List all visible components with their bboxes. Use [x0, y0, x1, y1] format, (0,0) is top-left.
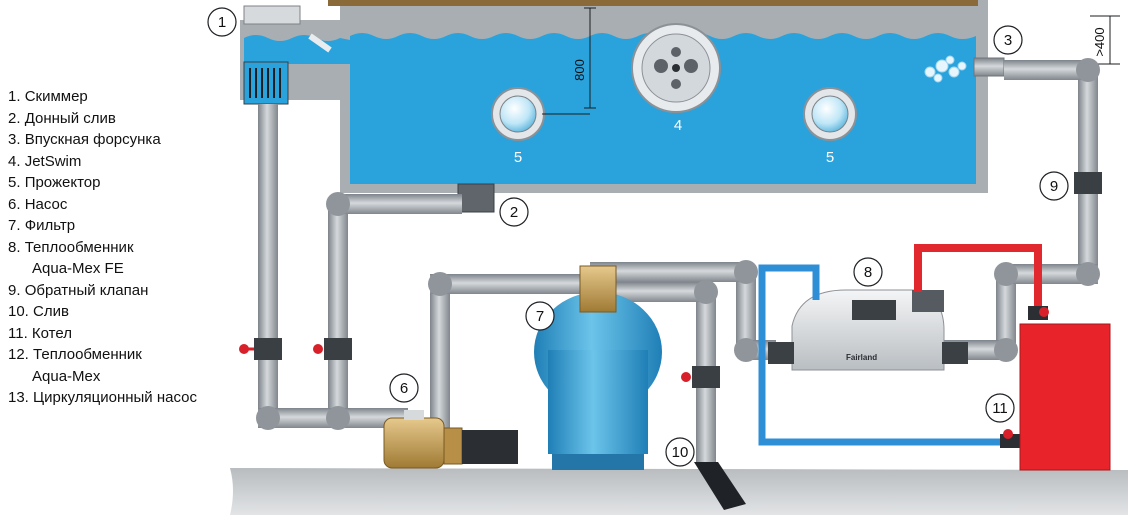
callout-2-label: 2 [510, 204, 518, 221]
ground [230, 468, 1128, 515]
sand-filter [534, 265, 662, 470]
legend-item-10: 10. Слив [8, 303, 69, 320]
legend-item-13: 13. Циркуляционный насос [8, 389, 197, 406]
skimmer-weir [308, 33, 332, 53]
circulation-pump [383, 410, 518, 469]
drain-valve [313, 338, 352, 360]
callout-3 [993, 25, 1023, 55]
boiler-valve-top [1028, 306, 1049, 320]
callout-10-label: 10 [672, 444, 689, 461]
legend-item-11: 11. Котел [8, 324, 72, 342]
legend-item-12-cont: Aqua-Mex [32, 367, 101, 385]
skimmer-lid [243, 5, 301, 25]
legend-item-9: 9. Обратный клапан [8, 281, 149, 299]
inlet-nozzle-spray [924, 55, 967, 83]
callout-6-label: 6 [400, 380, 408, 397]
depth-dimension [542, 7, 596, 115]
skimmer-valve [239, 338, 282, 360]
callout-10 [665, 437, 695, 467]
waste-drain-outlet [694, 462, 746, 510]
hot-water-pipe [914, 244, 1042, 310]
callout-1-label: 1 [218, 14, 226, 31]
legend-item-4: 4. JetSwim [8, 152, 82, 170]
cold-water-pipe [758, 264, 1002, 446]
pool-light-right [803, 87, 857, 141]
pipe-elbows [256, 58, 1100, 430]
callout-11 [985, 393, 1015, 423]
callouts [207, 7, 1069, 467]
skimmer-basket-grid [249, 68, 281, 98]
callout-7 [525, 301, 555, 331]
callout-9 [1039, 171, 1069, 201]
callout-5a-label: 5 [514, 149, 522, 166]
callout-11-label: 11 [992, 400, 1008, 417]
callout-4-label: 4 [674, 117, 682, 134]
height-dimension-label: >400 [1092, 27, 1107, 56]
legend-item-2: 2. Донный слив [8, 109, 116, 127]
legend-item-8-cont: Aqua-Mex FE [32, 260, 124, 277]
check-valve [1074, 172, 1102, 194]
inlet-nozzle [973, 57, 1005, 77]
pool-deck-top [328, 0, 978, 6]
boiler [1019, 323, 1111, 471]
pool-light-left [491, 87, 545, 141]
depth-dimension-label: 800 [572, 59, 587, 81]
heat-exchanger-brand: Fairland [846, 353, 877, 362]
callout-3-label: 3 [1004, 32, 1012, 49]
heat-exchanger [768, 289, 968, 371]
callout-1 [207, 7, 237, 37]
callout-8 [853, 257, 883, 287]
callout-6 [389, 373, 419, 403]
boiler-valve-bottom [1000, 429, 1020, 448]
legend-item-3: 3. Впускная форсунка [8, 131, 161, 148]
legend: 1. Скиммер 2. Донный слив 3. Впускная фо… [8, 86, 197, 409]
legend-item-1: 1. Скиммер [8, 88, 88, 105]
waste-valve [681, 366, 720, 388]
legend-item-12: 12. Теплообменник [8, 346, 142, 363]
horizontal-pipes [258, 60, 1098, 428]
legend-item-8: 8. Теплообменник [8, 238, 134, 256]
callout-2 [499, 197, 529, 227]
legend-item-5: 5. Прожектор [8, 174, 101, 191]
callout-9-label: 9 [1050, 178, 1058, 195]
jetswim-unit [631, 23, 721, 113]
callout-5b-label: 5 [826, 149, 834, 166]
callout-7-label: 7 [536, 308, 544, 325]
bottom-drain [457, 183, 495, 213]
legend-item-6: 6. Насос [8, 195, 68, 213]
legend-item-7: 7. Фильтр [8, 217, 76, 234]
callout-8-label: 8 [864, 264, 872, 281]
